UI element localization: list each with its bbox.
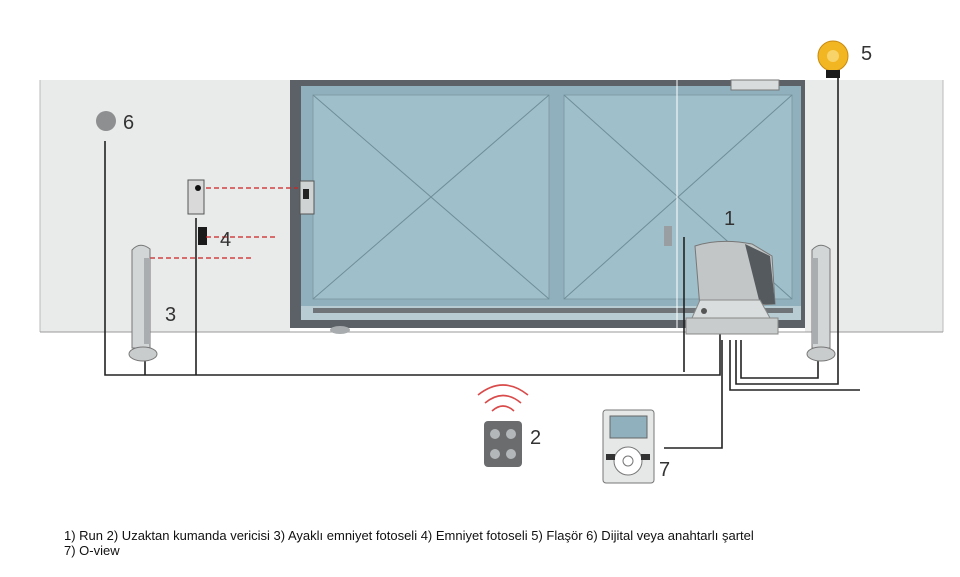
run-motor — [685, 240, 779, 335]
flasher — [817, 40, 849, 78]
gate-stop-bracket — [664, 226, 672, 246]
oview-programmer — [602, 409, 655, 484]
remote-transmitter — [477, 384, 529, 467]
label-flasher: 5 — [861, 43, 872, 65]
post-photocell-left — [128, 244, 158, 362]
key-switch — [96, 111, 116, 131]
legend: 1) Run 2) Uzaktan kumanda vericisi 3) Ay… — [64, 528, 954, 558]
legend-line-2: 7) O-view — [64, 543, 120, 558]
label-post-photocell: 3 — [165, 304, 176, 326]
label-photocell: 4 — [220, 229, 231, 251]
label-run-motor: 1 — [724, 208, 735, 230]
post-photocell-right — [806, 244, 836, 362]
left-wall — [40, 80, 290, 332]
legend-line-1: 1) Run 2) Uzaktan kumanda vericisi 3) Ay… — [64, 528, 754, 543]
label-key-switch: 6 — [123, 112, 134, 134]
photocell-beams — [150, 187, 298, 259]
wiring — [104, 70, 860, 449]
label-oview: 7 — [659, 459, 670, 481]
gate-wheel — [330, 326, 350, 334]
gate-top-plate — [730, 79, 780, 91]
label-remote: 2 — [530, 427, 541, 449]
gear-rack — [313, 308, 793, 313]
sliding-gate — [290, 79, 805, 334]
wall-photocell — [187, 179, 207, 245]
